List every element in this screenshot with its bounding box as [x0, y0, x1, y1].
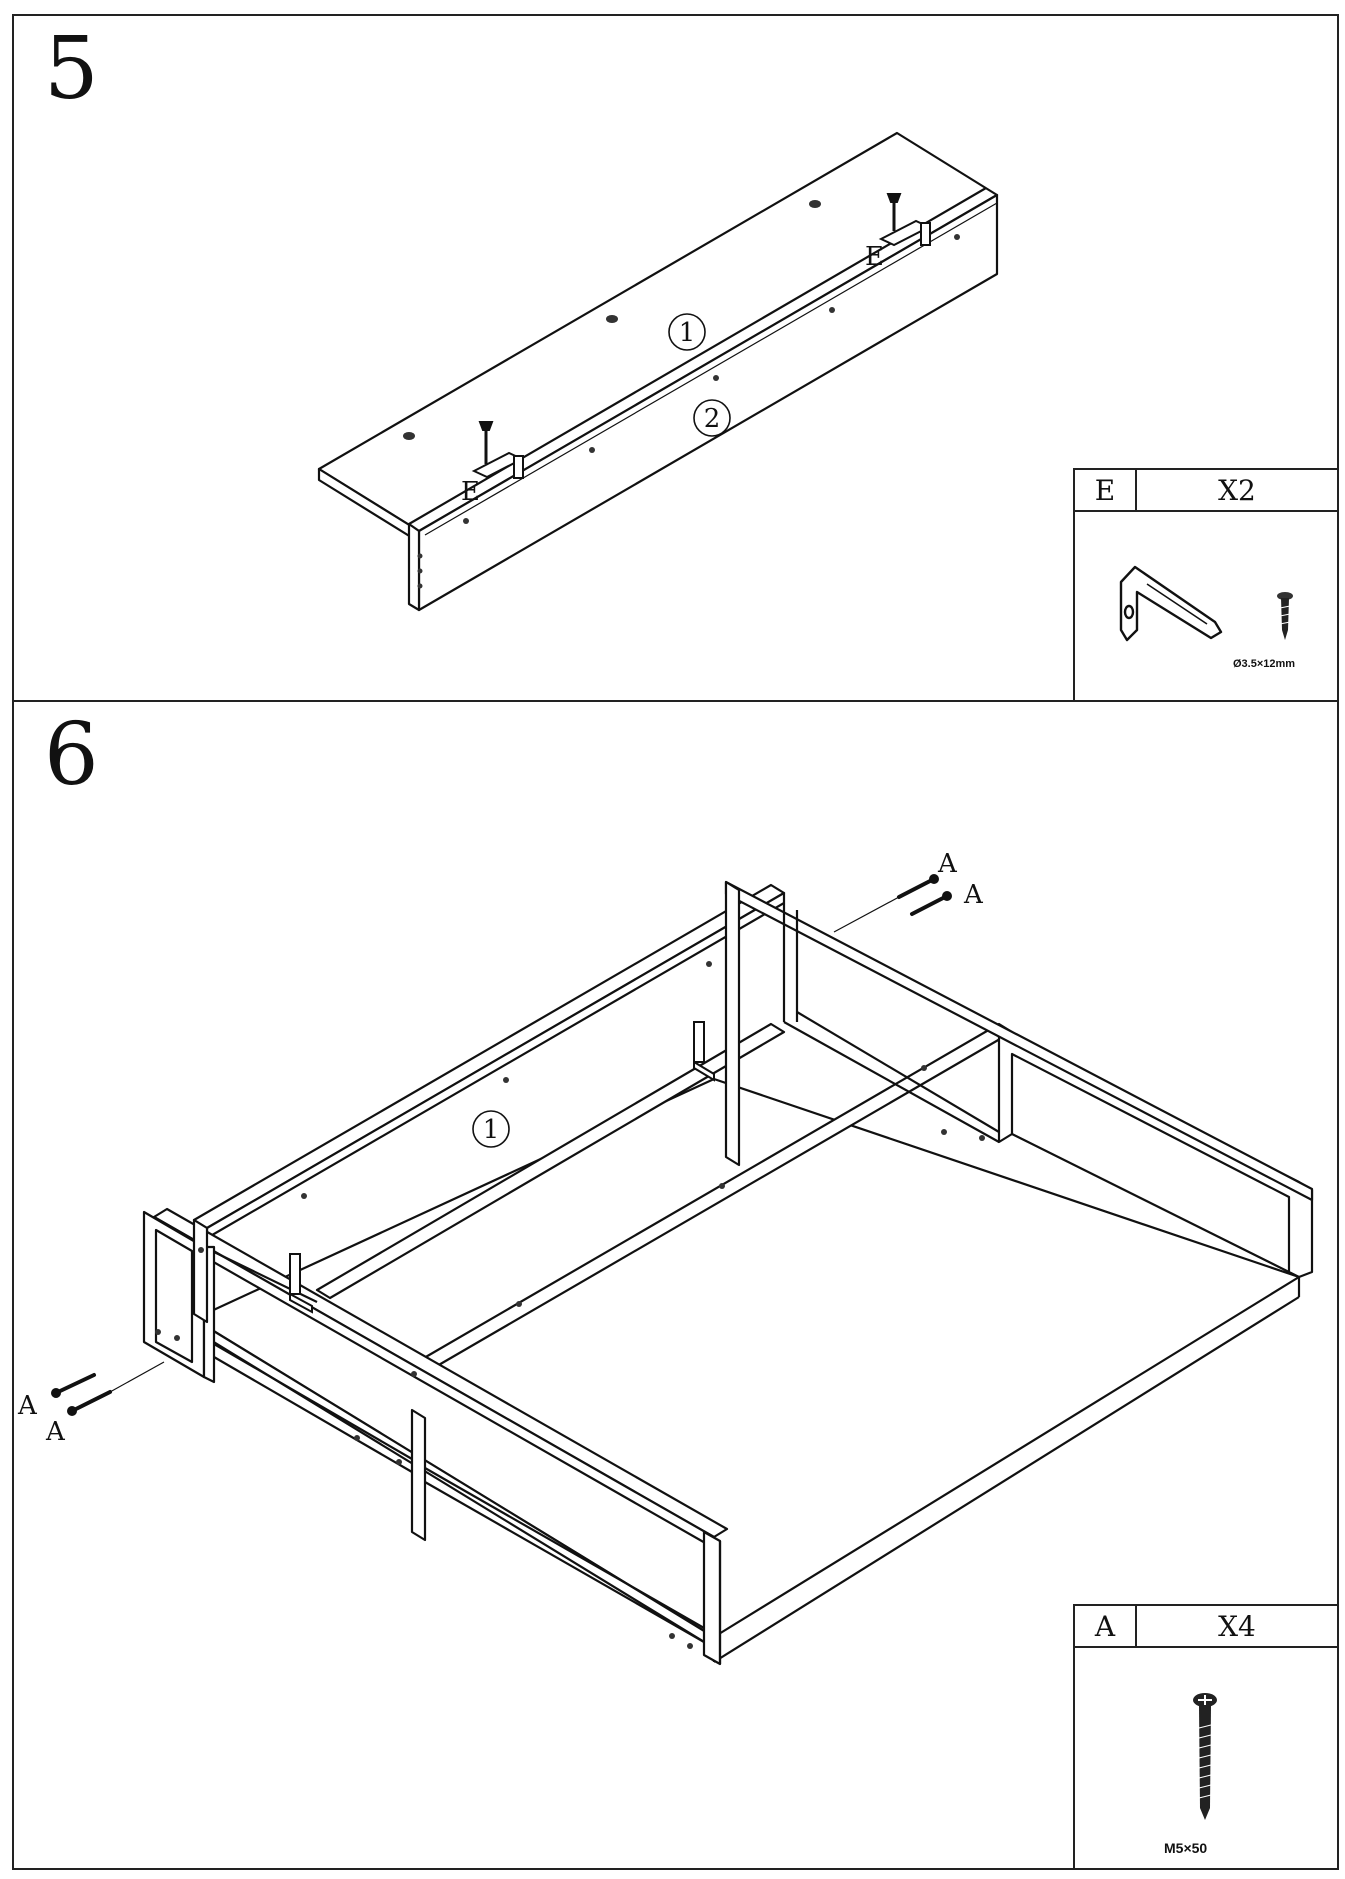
machine-screw-icon: [1193, 1693, 1217, 1820]
bottom-panel: [192, 1077, 1301, 1639]
bracket-upper: [693, 1021, 715, 1082]
callout-screw-a: A: [45, 1417, 66, 1447]
callout-fastener-left: E: [461, 477, 480, 507]
callout-fastener-right: E: [865, 242, 884, 272]
callout-screw-a: A: [963, 880, 984, 910]
hole: [589, 447, 595, 453]
part-quantity: X2: [1218, 473, 1256, 507]
hole: [954, 234, 960, 240]
bracket-right: [878, 193, 932, 247]
front-right-upright: [702, 1530, 722, 1666]
bracket-and-screw-icon: [1119, 565, 1293, 642]
callout-part-2: 2: [704, 404, 721, 434]
callout-part-1: 1: [483, 1115, 500, 1145]
step-6-panel: 6: [12, 700, 1339, 1870]
part-letter: E: [1075, 470, 1137, 510]
l-bracket-icon: [1119, 565, 1223, 642]
hole: [713, 375, 719, 381]
hole: [829, 307, 835, 313]
hole: [809, 200, 821, 208]
screw-a: [72, 1390, 112, 1412]
hole: [403, 432, 415, 440]
bracket-left: [471, 421, 525, 479]
hole: [606, 315, 618, 323]
step-5-panel: 5: [12, 14, 1339, 702]
part-quantity: X4: [1218, 1609, 1256, 1643]
part-spec: Ø3.5×12mm: [1233, 658, 1296, 670]
back-panel-end: [407, 522, 421, 612]
screw-a: [56, 1373, 96, 1394]
part-letter: A: [1075, 1606, 1137, 1646]
parts-box-e: E X2: [1073, 468, 1339, 702]
screw-a: [897, 878, 934, 899]
front-middle-upright: [410, 1408, 427, 1542]
part-spec: M5×50: [1164, 1840, 1208, 1856]
step-5-drawing: 1 2 E E: [317, 131, 999, 612]
back-lower-rail: [315, 1022, 786, 1300]
step-number: 6: [44, 705, 99, 805]
hole: [463, 518, 469, 524]
wood-screw-icon: [1277, 592, 1293, 640]
callout-screw-a: A: [937, 849, 958, 879]
step-6-drawing: 1 A A A A: [17, 849, 1314, 1666]
parts-box-a: A X4 M5×50: [1073, 1604, 1339, 1870]
bracket-lower: [289, 1253, 313, 1314]
callout-screw-a: A: [17, 1391, 38, 1421]
callout-part-1: 1: [679, 318, 696, 348]
screw-a: [910, 895, 947, 916]
step-number: 5: [44, 19, 99, 119]
